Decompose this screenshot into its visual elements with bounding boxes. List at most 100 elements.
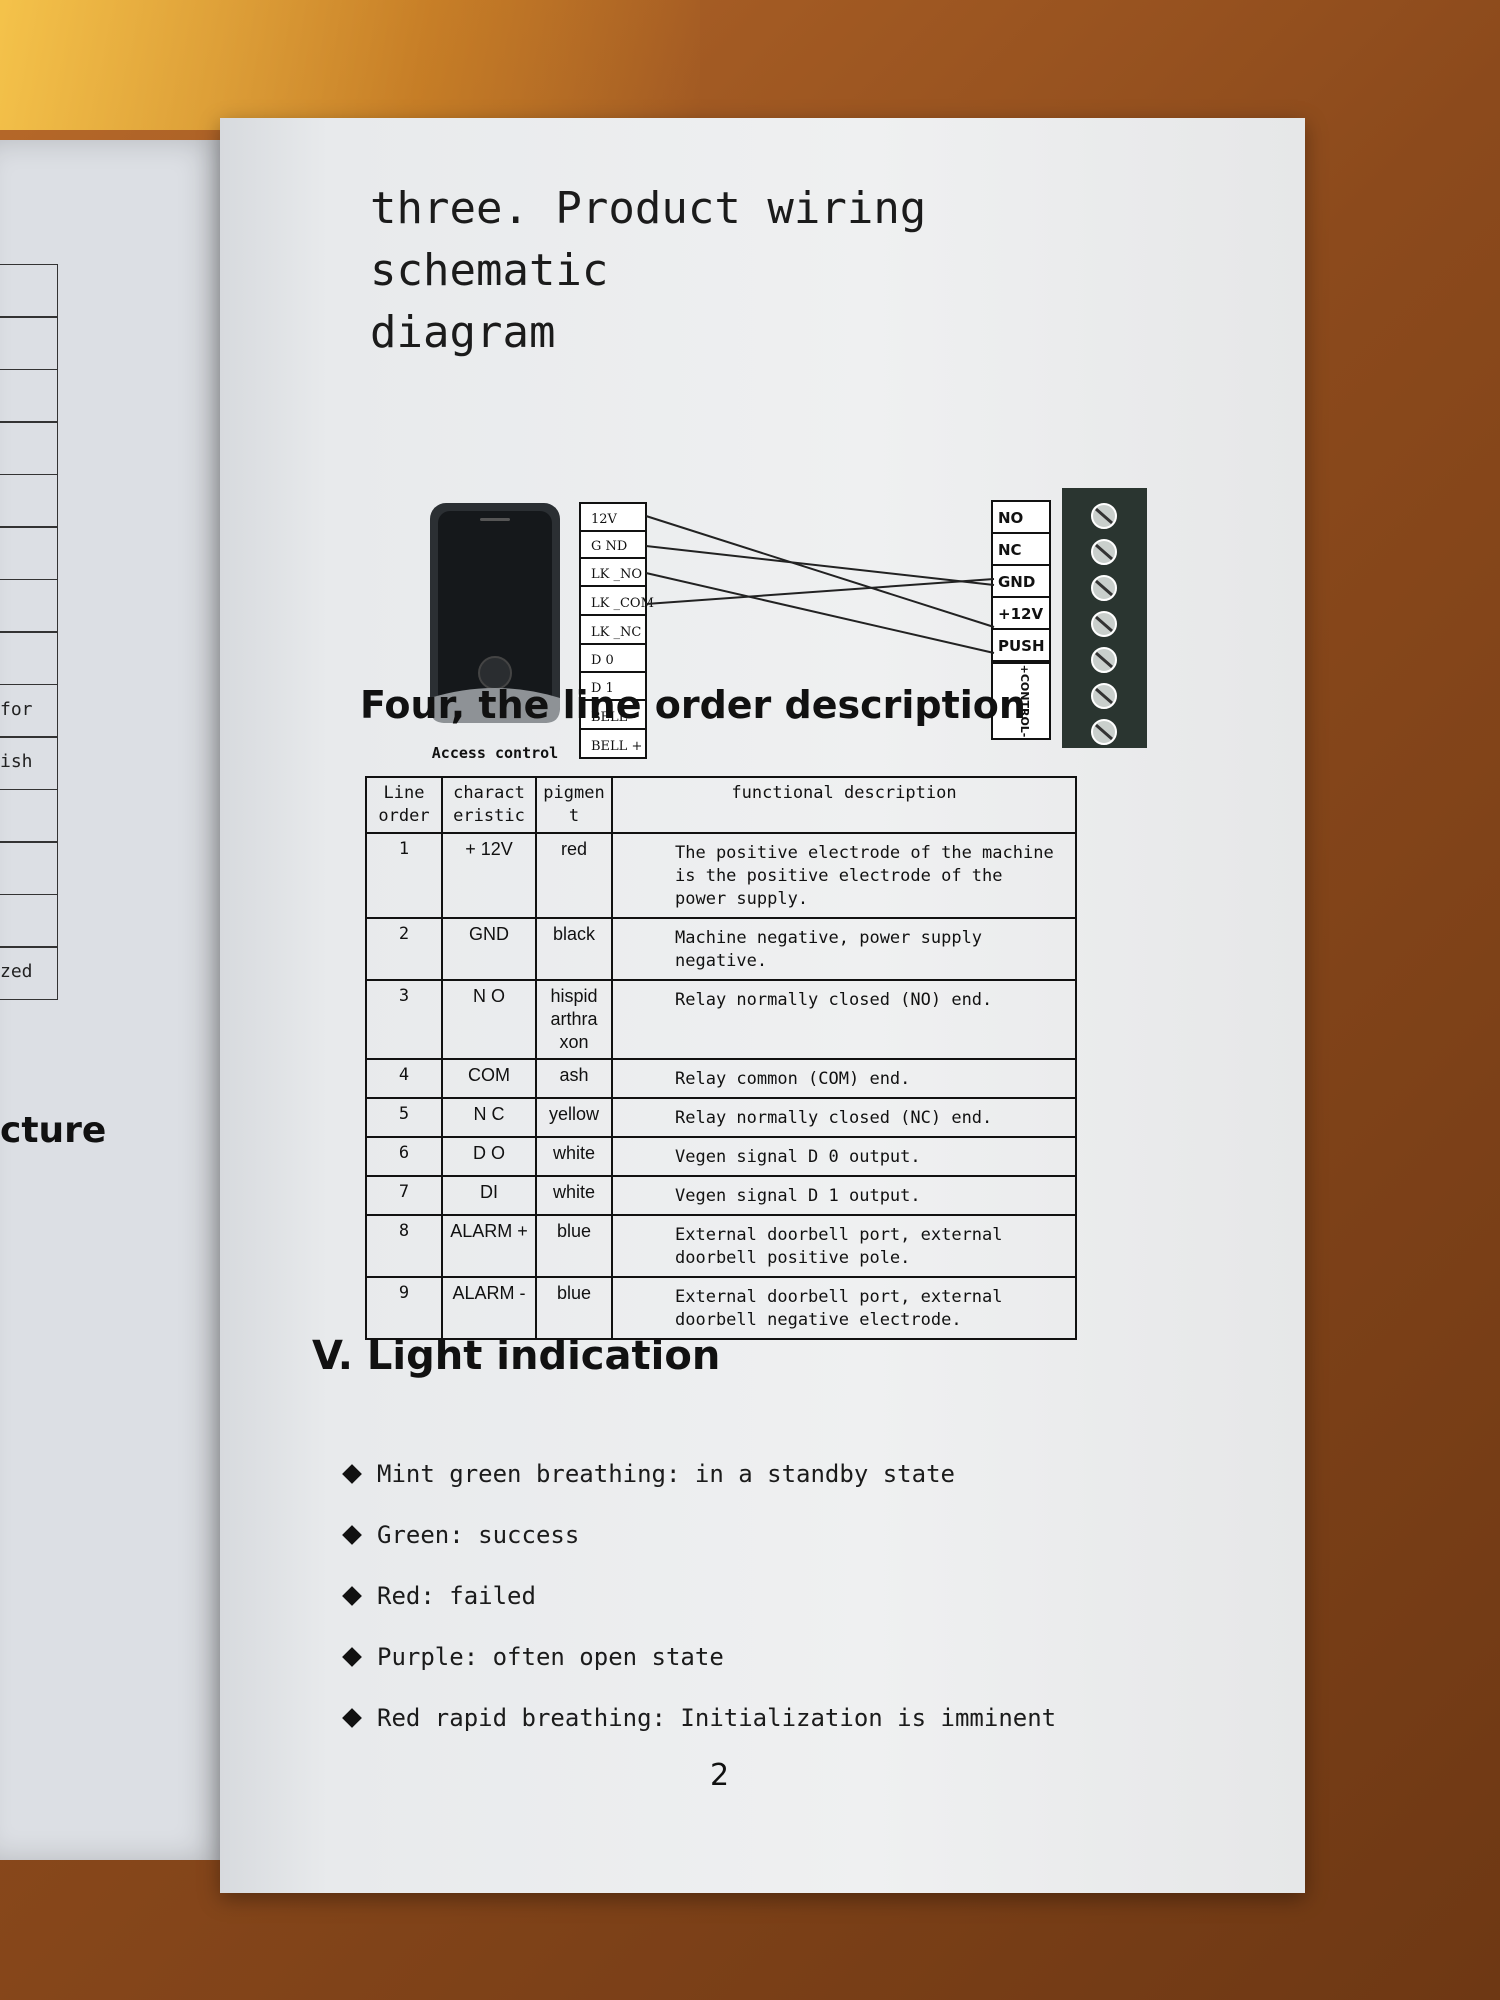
manual-page: three. Product wiring schematic diagram … (220, 118, 1305, 1893)
controller-label-box (991, 662, 1051, 740)
bullet-diamond-icon (342, 1524, 362, 1545)
header-pigment: pigmen t (535, 776, 613, 834)
line-order-cell: 4 (365, 1058, 443, 1099)
left-table-cell (0, 841, 58, 895)
description-cell: The positive electrode of the machine is… (611, 832, 1077, 919)
light-indication-text: Green: success (377, 1520, 580, 1549)
characteristic-cell: ALARM - (441, 1276, 537, 1340)
line-order-cell: 3 (365, 979, 443, 1060)
bullet-diamond-icon (342, 1646, 362, 1667)
pigment-cell: ash (535, 1058, 613, 1099)
section-3-title-line1: three. Product wiring schematic (370, 183, 927, 296)
line-order-cell: 6 (365, 1136, 443, 1177)
right-terminal-box (991, 564, 1051, 598)
characteristic-cell: N O (441, 979, 537, 1060)
description-cell: External doorbell port, external doorbel… (611, 1214, 1077, 1278)
characteristic-cell: DI (441, 1175, 537, 1216)
section-4-title: Four, the line order description (360, 683, 1026, 727)
left-terminal-label: BELL - (591, 710, 636, 725)
screw-slot (1095, 615, 1113, 633)
left-terminal-box (579, 671, 647, 701)
right-terminal-box (991, 532, 1051, 566)
line-order-cell: 1 (365, 832, 443, 919)
pigment-cell: white (535, 1175, 613, 1216)
description-cell: Relay normally closed (NC) end. (611, 1097, 1077, 1138)
access-control-label: Access control (432, 744, 558, 762)
line-order-cell: 8 (365, 1214, 443, 1278)
characteristic-cell: D O (441, 1136, 537, 1177)
left-table-cell (0, 473, 58, 528)
pigment-cell: blue (535, 1276, 613, 1340)
wire-lkcom-to-gnd (645, 578, 995, 605)
device-keypad (438, 511, 552, 716)
left-terminal-label: LK _NO (591, 567, 642, 582)
characteristic-cell: N C (441, 1097, 537, 1138)
left-terminal-box (579, 557, 647, 587)
screw-slot (1095, 687, 1113, 705)
left-table-cell (0, 893, 58, 948)
left-terminal-label: LK _NC (591, 625, 641, 640)
right-terminal-box (991, 500, 1051, 534)
pigment-cell: yellow (535, 1097, 613, 1138)
light-indication-item: Green: success (342, 1504, 1056, 1565)
left-terminal-label: D 1 (591, 681, 614, 696)
left-table-cell: ish (0, 736, 58, 790)
pigment-cell: blue (535, 1214, 613, 1278)
left-table-cell (0, 316, 58, 370)
line-order-cell: 2 (365, 917, 443, 981)
left-table-cell (0, 421, 58, 475)
left-terminal-box (579, 643, 647, 673)
light-indication-item: Red rapid breathing: Initialization is i… (342, 1687, 1057, 1748)
description-cell: Vegen signal D 0 output. (611, 1136, 1077, 1177)
pigment-cell: red (535, 832, 613, 919)
characteristic-cell: COM (441, 1058, 537, 1099)
description-cell: Vegen signal D 1 output. (611, 1175, 1077, 1216)
left-terminal-box (579, 728, 647, 759)
light-indication-item: Mint green breathing: in a standby state (342, 1443, 1056, 1504)
characteristic-cell: + 12V (441, 832, 537, 919)
light-indication-text: Red: failed (377, 1581, 536, 1610)
sunlight-patch (0, 0, 700, 130)
description-cell: External doorbell port, external doorbel… (611, 1276, 1077, 1340)
right-terminal-label: +12V (998, 605, 1043, 623)
left-terminal-label: BELL + (591, 739, 642, 754)
screw-slot (1095, 579, 1113, 597)
screw-slot (1095, 507, 1113, 525)
left-table-cell (0, 526, 58, 580)
light-indication-list: Mint green breathing: in a standby state… (342, 1443, 1057, 1748)
description-cell: Relay common (COM) end. (611, 1058, 1077, 1099)
line-order-cell: 5 (365, 1097, 443, 1138)
left-terminal-label: LK _COM (591, 596, 654, 611)
right-terminal-box (991, 628, 1051, 662)
section-5-title: V. Light indication (312, 1333, 721, 1379)
wires (645, 515, 995, 654)
line-order-table: Line order charact eristic pigmen t func… (365, 776, 1077, 1340)
pigment-cell: hispid arthra xon (535, 979, 613, 1060)
left-terminal-label: G ND (591, 539, 627, 554)
description-cell: Relay normally closed (NO) end. (611, 979, 1077, 1060)
light-indication-text: Red rapid breathing: Initialization is i… (377, 1703, 1057, 1732)
left-table-cell: for (0, 683, 58, 738)
table-header-row: Line order charact eristic pigmen t func… (365, 776, 1077, 834)
wire-lkno-to-push (645, 572, 995, 654)
section-3-title: three. Product wiring schematic diagram (370, 178, 1190, 364)
screw-slot (1095, 723, 1113, 741)
left-table-cell (0, 631, 58, 685)
characteristic-cell: GND (441, 917, 537, 981)
section-3-title-line2: diagram (370, 307, 556, 358)
pigment-cell: black (535, 917, 613, 981)
left-table-cell (0, 578, 58, 633)
screw-slot (1095, 651, 1113, 669)
left-terminal-box (579, 614, 647, 645)
right-terminal-label: NO (998, 509, 1023, 527)
